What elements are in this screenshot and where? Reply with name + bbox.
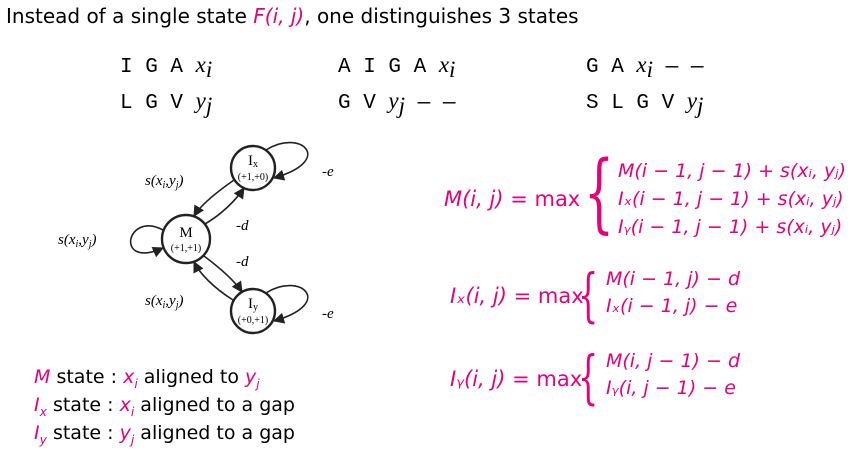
headline-suffix: , one distinguishes 3 states xyxy=(304,4,579,28)
edge-label-e-bottom: -e xyxy=(322,306,334,322)
edge-m-to-iy xyxy=(203,255,243,293)
equation-ix-lhs: Iₓ(i, j) = max xyxy=(450,284,584,308)
node-iy-label: Iy xyxy=(248,296,258,313)
eq-m-case-3: Iᵧ(i − 1, j − 1) + s(xᵢ, yⱼ) xyxy=(618,216,843,238)
edge-ix-to-m xyxy=(193,179,235,217)
headline-symbol: F(i, j) xyxy=(253,4,305,28)
edge-label-s-bottom: s(xi,yj) xyxy=(145,293,183,311)
edge-m-to-ix xyxy=(204,187,245,225)
seq-text: A I G A xyxy=(338,56,427,79)
legend-state: M xyxy=(34,366,51,388)
legend-state-sub: y xyxy=(39,432,47,447)
legend-var: x xyxy=(119,394,131,416)
seq-var: x xyxy=(636,52,647,77)
legend-text: aligned to a gap xyxy=(134,422,295,444)
seq-sub: j xyxy=(697,93,704,119)
state-diagram: Ix (+1,+0) M (+1,+1) Iy (+0,+1) s(xi,yj)… xyxy=(58,141,334,335)
headline-prefix: Instead of a single state xyxy=(6,4,254,28)
seq-sub: i xyxy=(449,57,456,83)
edge-label-d-up: -d xyxy=(236,218,249,234)
brace-m: { xyxy=(584,143,615,243)
edge-label-d-down: -d xyxy=(236,254,249,270)
legend-var-sub: j xyxy=(256,376,260,391)
seq-gaps: — — xyxy=(665,56,704,79)
node-iy-coords: (+0,+1) xyxy=(238,315,268,326)
seq-sub: j xyxy=(205,93,213,119)
loop-ix xyxy=(265,141,309,181)
headline: Instead of a single state F(i, j), one d… xyxy=(6,4,579,28)
node-ix xyxy=(229,144,277,192)
alignment-3-bottom: S L G V yj xyxy=(586,88,703,119)
eq-op: max xyxy=(534,187,581,211)
alignment-2-bottom: G V yj — — xyxy=(338,88,455,119)
eq-iy-case-2: Iᵧ(i, j − 1) − e xyxy=(606,377,736,399)
eq-lhs: Iₓ(i, j) = xyxy=(450,284,538,308)
edge-label-e-top: -e xyxy=(322,164,334,180)
alignment-1-top: I G A xi xyxy=(120,52,212,83)
legend-text: aligned to xyxy=(137,366,245,388)
seq-var: y xyxy=(686,88,698,113)
edge-iy-to-m xyxy=(193,260,234,301)
loop-iy xyxy=(265,284,309,324)
node-ix-label: Ix xyxy=(248,153,258,170)
node-iy xyxy=(229,287,277,335)
seq-sub: i xyxy=(646,57,654,83)
seq-gaps: — — xyxy=(417,92,456,115)
edge-label-s-left: s(xi,yj) xyxy=(58,232,96,250)
seq-text: G V xyxy=(338,92,376,115)
alignment-3-top: G A xi — — xyxy=(586,52,703,83)
legend-text: state : xyxy=(50,366,124,388)
seq-sub: j xyxy=(398,93,406,119)
legend-var: y xyxy=(245,366,257,388)
legend-state: I xyxy=(34,394,40,416)
legend-var-sub: j xyxy=(130,432,135,447)
seq-text: S L G V xyxy=(586,92,675,115)
alignment-1-bottom: L G V yj xyxy=(120,88,212,119)
brace-iy: { xyxy=(578,343,599,411)
legend-state-sub: x xyxy=(39,404,47,419)
equation-iy-lhs: Iᵧ(i, j) = max xyxy=(450,367,582,391)
node-ix-coords: (+1,+0) xyxy=(238,172,268,183)
seq-var: x xyxy=(438,52,450,77)
seq-var: y xyxy=(388,88,399,113)
eq-op: max xyxy=(537,284,584,308)
legend-var: x xyxy=(123,366,135,388)
seq-var: x xyxy=(195,52,206,77)
seq-text: L G V xyxy=(120,92,184,115)
eq-lhs: M(i, j) = xyxy=(444,187,535,211)
legend-ix: Ix state : xi aligned to a gap xyxy=(34,394,295,419)
seq-text: I G A xyxy=(120,56,184,79)
loop-m xyxy=(129,225,165,258)
node-m-coords: (+1,+1) xyxy=(171,243,201,254)
node-m-label: M xyxy=(179,225,192,241)
equation-m-lhs: M(i, j) = max xyxy=(444,187,580,211)
legend-var: y xyxy=(119,422,131,444)
legend-text: state : xyxy=(46,422,120,444)
eq-ix-case-2: Iₓ(i − 1, j) − e xyxy=(606,295,738,317)
brace-ix: { xyxy=(578,261,599,329)
edge-label-s-top: s(xi,yj) xyxy=(145,173,183,191)
eq-m-case-2: Iₓ(i − 1, j − 1) + s(xᵢ, yⱼ) xyxy=(618,188,844,210)
legend-iy: Iy state : yj aligned to a gap xyxy=(34,422,295,447)
eq-m-case-1: M(i − 1, j − 1) + s(xᵢ, yⱼ) xyxy=(618,160,847,182)
alignment-2-top: A I G A xi xyxy=(338,52,455,83)
seq-var: y xyxy=(195,88,206,113)
eq-ix-case-1: M(i − 1, j) − d xyxy=(606,268,741,290)
seq-sub: i xyxy=(205,57,213,83)
legend-var-sub: i xyxy=(134,376,138,391)
eq-op: max xyxy=(536,367,583,391)
legend-text: aligned to a gap xyxy=(134,394,295,416)
legend-var-sub: i xyxy=(130,404,135,419)
legend-text: state : xyxy=(46,394,120,416)
eq-iy-case-1: M(i, j − 1) − d xyxy=(606,350,741,372)
seq-text: G A xyxy=(586,56,624,79)
node-m xyxy=(160,213,212,265)
legend-state: I xyxy=(34,422,40,444)
eq-lhs: Iᵧ(i, j) = xyxy=(450,367,537,391)
legend-m: M state : xi aligned to yj xyxy=(34,366,260,391)
